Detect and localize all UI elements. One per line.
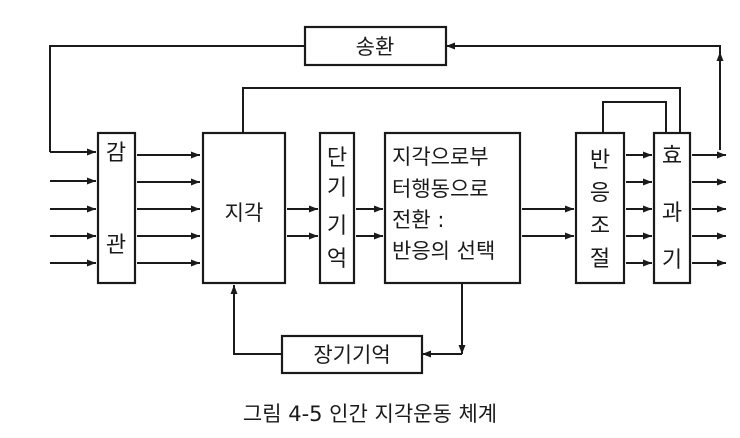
- perception-to-effector-line: [242, 87, 681, 150]
- transition-label-3: 전환 :: [392, 208, 444, 232]
- long-term-memory-node: 장기기억: [280, 334, 424, 375]
- ltm-line-left: [233, 300, 282, 355]
- sensory-label-1: 감: [106, 141, 126, 166]
- stm-box: [318, 131, 356, 285]
- effector-label-1: 효: [662, 144, 682, 169]
- sensory-label-2: 관: [106, 233, 126, 258]
- transition-label-2: 터행동으로: [392, 177, 489, 201]
- effector-node: 효 과 기: [652, 131, 692, 285]
- input-arrows: [50, 177, 96, 267]
- sensory-box: [96, 131, 137, 285]
- adjust-effector-bracket: [602, 101, 667, 133]
- transition-label-4: 반응의 선택: [392, 239, 495, 263]
- effector-label-3: 기: [662, 248, 682, 273]
- sensory-node: 감 관: [96, 131, 137, 285]
- figure-caption: 그림 4-5 인간 지각운동 체계: [243, 402, 497, 426]
- ltm-label: 장기기억: [313, 343, 390, 367]
- stm-label-4: 억: [327, 247, 347, 272]
- output-arrows: [692, 151, 726, 267]
- transition-node: 지각으로부 터행동으로 전환 : 반응의 선택: [383, 131, 522, 285]
- feedback-line-right: [470, 45, 721, 150]
- adjust-label-3: 조: [590, 214, 610, 239]
- stm-label-2: 기: [327, 176, 347, 201]
- conversion-label: 송환: [356, 35, 395, 59]
- feedback-line-left: [49, 45, 305, 152]
- effector-label-2: 과: [662, 201, 682, 226]
- adjust-label-2: 응: [590, 181, 610, 206]
- perception-label: 지각: [225, 201, 264, 225]
- response-adjust-box: [574, 131, 626, 285]
- perception-node: 지각: [201, 131, 287, 285]
- short-term-memory-node: 단 기 기 억: [318, 131, 356, 285]
- stm-label-1: 단: [327, 146, 347, 171]
- perception-box: [201, 131, 287, 285]
- transition-label-1: 지각으로부: [392, 145, 489, 169]
- ltm-box: [280, 334, 424, 375]
- effector-box: [652, 131, 692, 285]
- adjust-label-4: 절: [590, 247, 610, 272]
- conversion-box: [303, 25, 448, 67]
- response-adjust-node: 반 응 조 절: [574, 131, 626, 285]
- conversion-node: 송환: [303, 25, 448, 67]
- adjust-label-1: 반: [590, 148, 610, 173]
- adjust-to-effector-arrows: [626, 151, 652, 267]
- transition-box: [383, 131, 522, 285]
- stm-label-3: 기: [327, 214, 347, 239]
- sensory-to-perception-arrows: [137, 151, 200, 267]
